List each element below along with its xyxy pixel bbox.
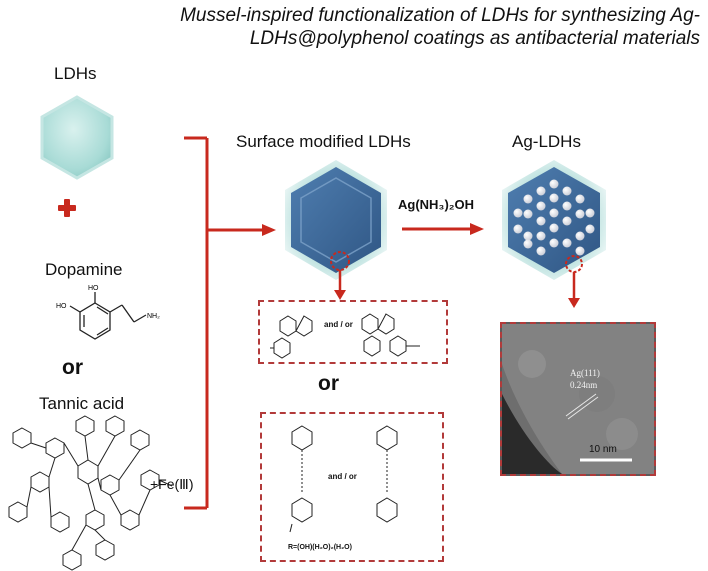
label-or-2: or <box>318 372 339 395</box>
ldhs-hexagon <box>40 95 114 180</box>
label-fe3: +Fe(Ⅲ) <box>150 476 194 492</box>
label-dopamine: Dopamine <box>45 260 123 279</box>
label-tem-lattice: Ag(111) <box>570 368 600 378</box>
label-tem-scale: 10 nm <box>589 444 617 455</box>
dopamine-oh-bottom: HO <box>56 303 67 310</box>
figure-title-line-2: LDHs@polyphenol coatings as antibacteria… <box>249 28 700 49</box>
label-ldhs: LDHs <box>54 64 97 83</box>
dopamine-oh-top: HO <box>88 285 99 292</box>
label-r-formula: R=(OH)(H₂O)₂(H₂O) <box>288 544 352 551</box>
polydopamine-structure <box>270 313 420 359</box>
label-and-or-1: and / or <box>324 320 353 329</box>
label-tem-spacing: 0.24nm <box>570 380 598 390</box>
dopamine-nh2: NH₂ <box>147 313 160 320</box>
tem-texture <box>502 324 654 474</box>
label-and-or-2: and / or <box>328 472 357 481</box>
arrow-down-1 <box>334 270 346 300</box>
plus-icon <box>58 199 76 217</box>
label-reagent: Ag(NH₃)₂OH <box>398 197 475 212</box>
arrow-to-ag-ldhs <box>402 223 484 235</box>
arrow-to-surface-modified <box>207 224 276 236</box>
metal-phenolic-structure-box: and / or R=(OH)(H₂O)₂(H₂O) <box>260 412 444 562</box>
reaction-bracket <box>184 136 209 510</box>
metal-phenolic-structure <box>289 425 398 533</box>
surface-modified-hexagon <box>291 167 381 273</box>
polydopamine-structure-box: and / or <box>258 300 448 364</box>
label-ag-ldhs: Ag-LDHs <box>512 132 581 151</box>
label-tannic-acid: Tannic acid <box>39 394 125 413</box>
dopamine-structure <box>69 292 147 340</box>
figure-title-line-1: Mussel-inspired functionalization of LDH… <box>180 5 700 26</box>
arrow-down-2 <box>568 272 580 308</box>
silver-nanoparticles <box>513 179 595 256</box>
label-or-1: or <box>62 356 83 379</box>
tem-image: Ag(111) 0.24nm 10 nm <box>500 322 656 476</box>
tannic-acid-structure <box>8 415 173 571</box>
surface-zoom-circle <box>330 251 350 271</box>
label-surface-modified: Surface modified LDHs <box>236 132 411 151</box>
